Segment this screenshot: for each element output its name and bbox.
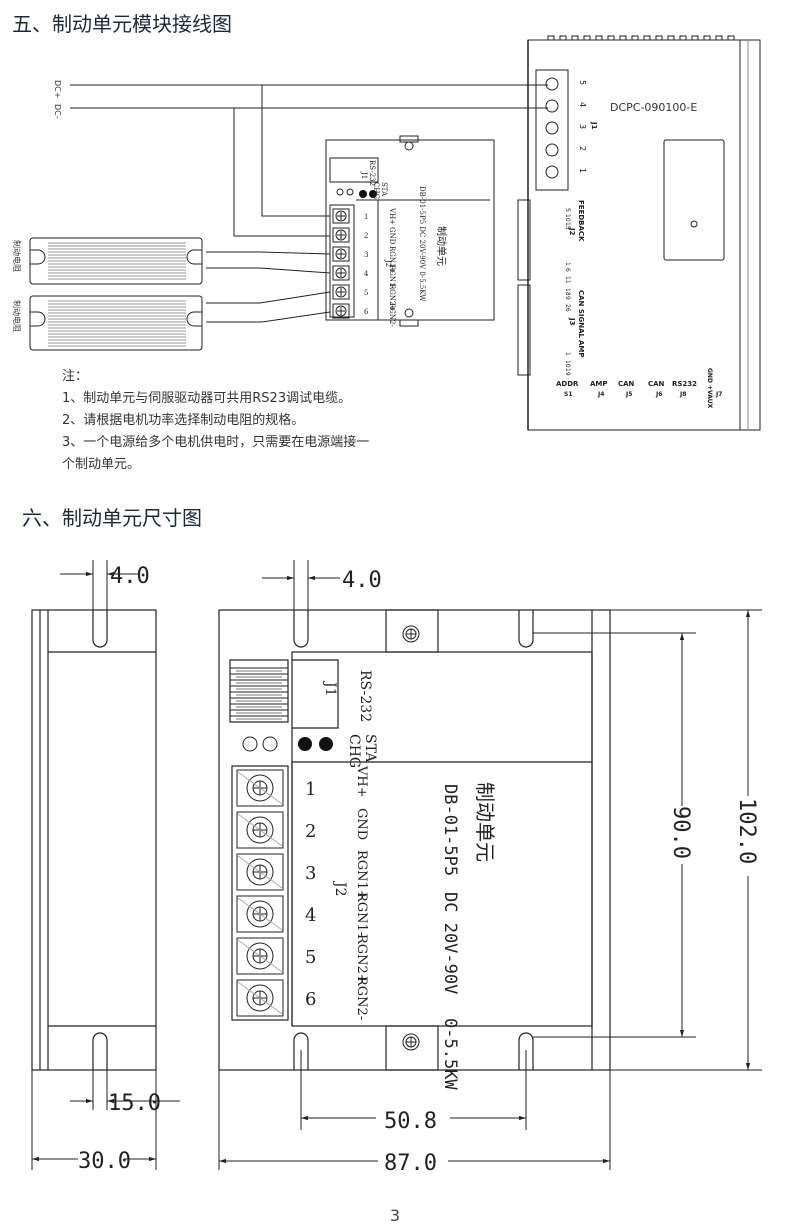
unit-j1-label: J1 [360,171,368,179]
bottom-connector-j: J8 [679,391,686,398]
driver-model-label: DCPC-090100-E [610,101,697,114]
big-term-label: RGN2- [354,976,369,1020]
bottom-connector-j: S1 [564,391,573,398]
section6-title: 六、制动单元尺寸图 [22,506,202,530]
small-term-label: RGN1+ [388,246,396,273]
driver-term-num: 5 [578,80,587,85]
small-term-label: RGN2+ [388,284,396,311]
small-term-num: 1 [364,213,368,221]
big-sta-label: STA [362,734,378,763]
big-term-label: VH+ [354,765,369,798]
big-model-line2: DC 20V-90V [440,892,460,994]
small-term-label: VH+ [388,207,396,225]
small-term-label: RGN2- [388,303,396,327]
big-term-label: GND [354,808,369,840]
note-line: 1、制动单元与伺服驱动器可共用RS23调试电缆。 [62,391,352,406]
dc-plus-label: DC+ [53,80,62,98]
big-term-num: 6 [305,989,316,1010]
big-term-num: 4 [305,905,316,926]
driver-term-num: 1 [578,168,587,173]
big-term-num: 3 [305,863,316,884]
small-term-label: GND [388,227,396,245]
resistor1-label: 制动电阻 [12,240,22,272]
note-line: 个制动单元。 [62,457,141,472]
bottom-connector-name: AMP [590,380,608,388]
amp-label: AMP [577,340,585,358]
feedback-pin: 15 [564,222,571,230]
feedback-pin: 1 [564,262,571,266]
driver-term-num: 3 [578,124,587,129]
unit-sta-label: STA [380,182,388,197]
big-model-line3: 0-5.5KW [440,1018,460,1090]
can-pin: 1 [564,352,571,356]
resistor2-label: 制动电阻 [12,300,22,332]
can-j-label: J3 [568,317,576,326]
section5-title: 五、制动单元模块接线图 [12,12,232,36]
bottom-connector-j: J5 [625,391,632,398]
note-line: 2、请根据电机功率选择制动电阻的规格。 [62,413,305,428]
dim-slot-side: 4.0 [110,564,150,589]
big-term-label: RGN2+ [354,934,369,985]
can-pin: 26 [564,304,571,312]
unit-rs232-label: RS-232 [368,160,376,186]
can-pin: 18 [564,288,571,296]
big-term-num: 1 [305,779,316,800]
unit-name-label: 制动单元 [435,226,448,266]
big-term-label: RGN1- [354,892,369,936]
dim-total-width: 87.0 [384,1151,437,1176]
driver-j1-label: J1 [590,121,598,130]
dim-hole-height: 90.0 [668,806,693,859]
can-pin: 19 [564,368,571,376]
driver-term-num: 4 [578,102,587,107]
dc-minus-label: DC- [53,104,62,119]
dim-slot-front: 4.0 [342,568,382,593]
big-chg-label: CHG [346,734,362,768]
bottom-connector-name: CAN [618,380,635,388]
big-term-label: RGN1+ [354,850,369,901]
small-term-label: RGN1- [388,265,396,289]
page-number: 3 [389,1206,401,1225]
small-term-num: 2 [364,232,368,240]
big-unit-name: 制动单元 [473,782,497,862]
note-line: 3、一个电源给多个电机供电时，只需要在电源端接一 [62,435,370,450]
small-term-num: 4 [364,270,369,278]
can-signal-label: CAN SIGNAL [577,290,585,339]
small-term-num: 5 [364,289,368,297]
unit-j2-label: J2 [384,259,392,267]
big-j2-label: J2 [332,880,348,897]
big-term-num: 5 [305,947,316,968]
feedback-label: FEEDBACK [577,200,585,242]
dim-total-height: 102.0 [734,798,759,864]
unit-chg-label: CHG [372,182,380,199]
big-rs232-label: RS-232 [357,670,373,722]
big-j1-label: J1 [322,680,338,697]
feedback-pin: 11 [564,276,571,284]
bottom-connector-j: J7 [715,391,722,398]
small-term-num: 3 [364,251,368,259]
dim-hole-spacing: 50.8 [384,1109,437,1134]
feedback-j-label: J2 [568,227,576,236]
bottom-connector-j: J6 [655,391,662,398]
feedback-pin: 6 [564,268,571,272]
feedback-pin: 10 [564,214,571,222]
unit-model-label: DB-01-5P5 DC 20V-90V 0-5.5KW [418,186,426,302]
bottom-connector-j: J4 [597,391,604,398]
bottom-connector-name: GND +VAUX [706,368,713,409]
bottom-connector-name: ADDR [556,380,579,388]
wiring-diagram: RS-232 STA CHG J1 J2 DB-01-5P5 DC 20V-90… [12,35,761,431]
notes: 注： 1、制动单元与伺服驱动器可共用RS23调试电缆。 2、请根据电机功率选择制… [62,366,369,476]
dimension-drawing: RS-232 J1 STA CHG J2 DB-01-5P5 DC 20V-90… [31,560,762,1176]
can-pin: 10 [564,360,571,368]
note-line: 注： [62,369,89,384]
dim-side-width: 30.0 [78,1149,131,1174]
driver-term-num: 2 [578,146,587,151]
can-pin: 9 [564,296,571,300]
big-term-num: 2 [305,821,316,842]
dim-side-hole: 15.0 [108,1091,161,1116]
bottom-connector-name: CAN [648,380,665,388]
small-term-num: 6 [364,308,369,316]
feedback-pin: 5 [564,208,571,212]
bottom-connector-name: RS232 [672,380,697,388]
big-model-line1: DB-01-5P5 [440,784,460,876]
